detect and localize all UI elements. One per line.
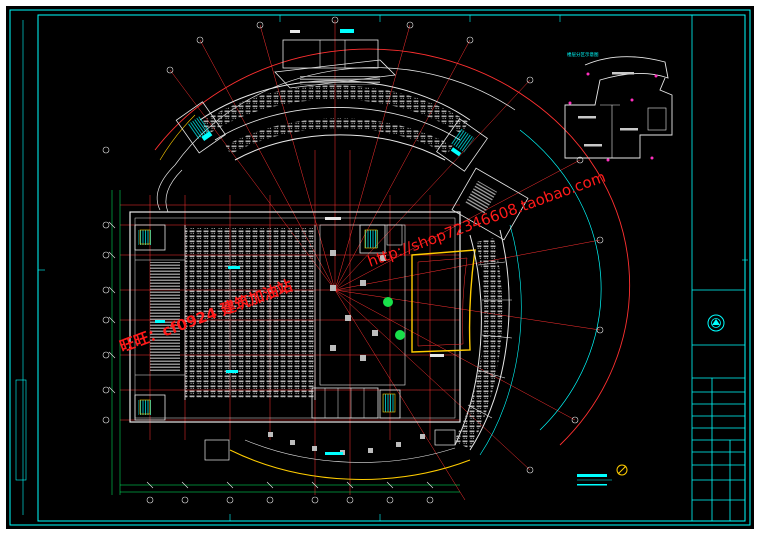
dimension-lines: [111, 190, 460, 495]
left-margin-strip: [15, 379, 27, 481]
school-emblem-icon: [707, 314, 725, 332]
north-arrow-icon: [616, 464, 628, 476]
key-plan-title: 楼层分区示意图: [567, 51, 599, 58]
west-curve: [156, 164, 183, 213]
atrium-plant-north: [383, 297, 393, 307]
east-arc-wing: [454, 224, 522, 456]
nw-core: [175, 101, 226, 154]
ne-connector: [451, 167, 529, 241]
east-arc-partitions: [467, 261, 513, 419]
ring-arcs: [154, 48, 631, 480]
main-hall: [129, 211, 461, 423]
title-block: [691, 15, 745, 521]
north-block: [274, 29, 396, 89]
west-cores: [134, 224, 166, 421]
axis-bubbles: [102, 16, 604, 504]
atrium-plant-south: [395, 330, 405, 340]
key-plan: 楼层分区示意图: [564, 51, 673, 162]
south-entrance: [204, 429, 456, 461]
dimension-ticks: [108, 221, 434, 489]
central-atrium: [311, 224, 406, 419]
drawing-caption: [577, 474, 612, 486]
outer-frame: [9, 9, 751, 526]
highlighted-hall: [411, 249, 476, 357]
inner-frame: [37, 14, 746, 522]
frame-edge-ticks: [38, 15, 748, 521]
ne-core: [436, 118, 488, 172]
